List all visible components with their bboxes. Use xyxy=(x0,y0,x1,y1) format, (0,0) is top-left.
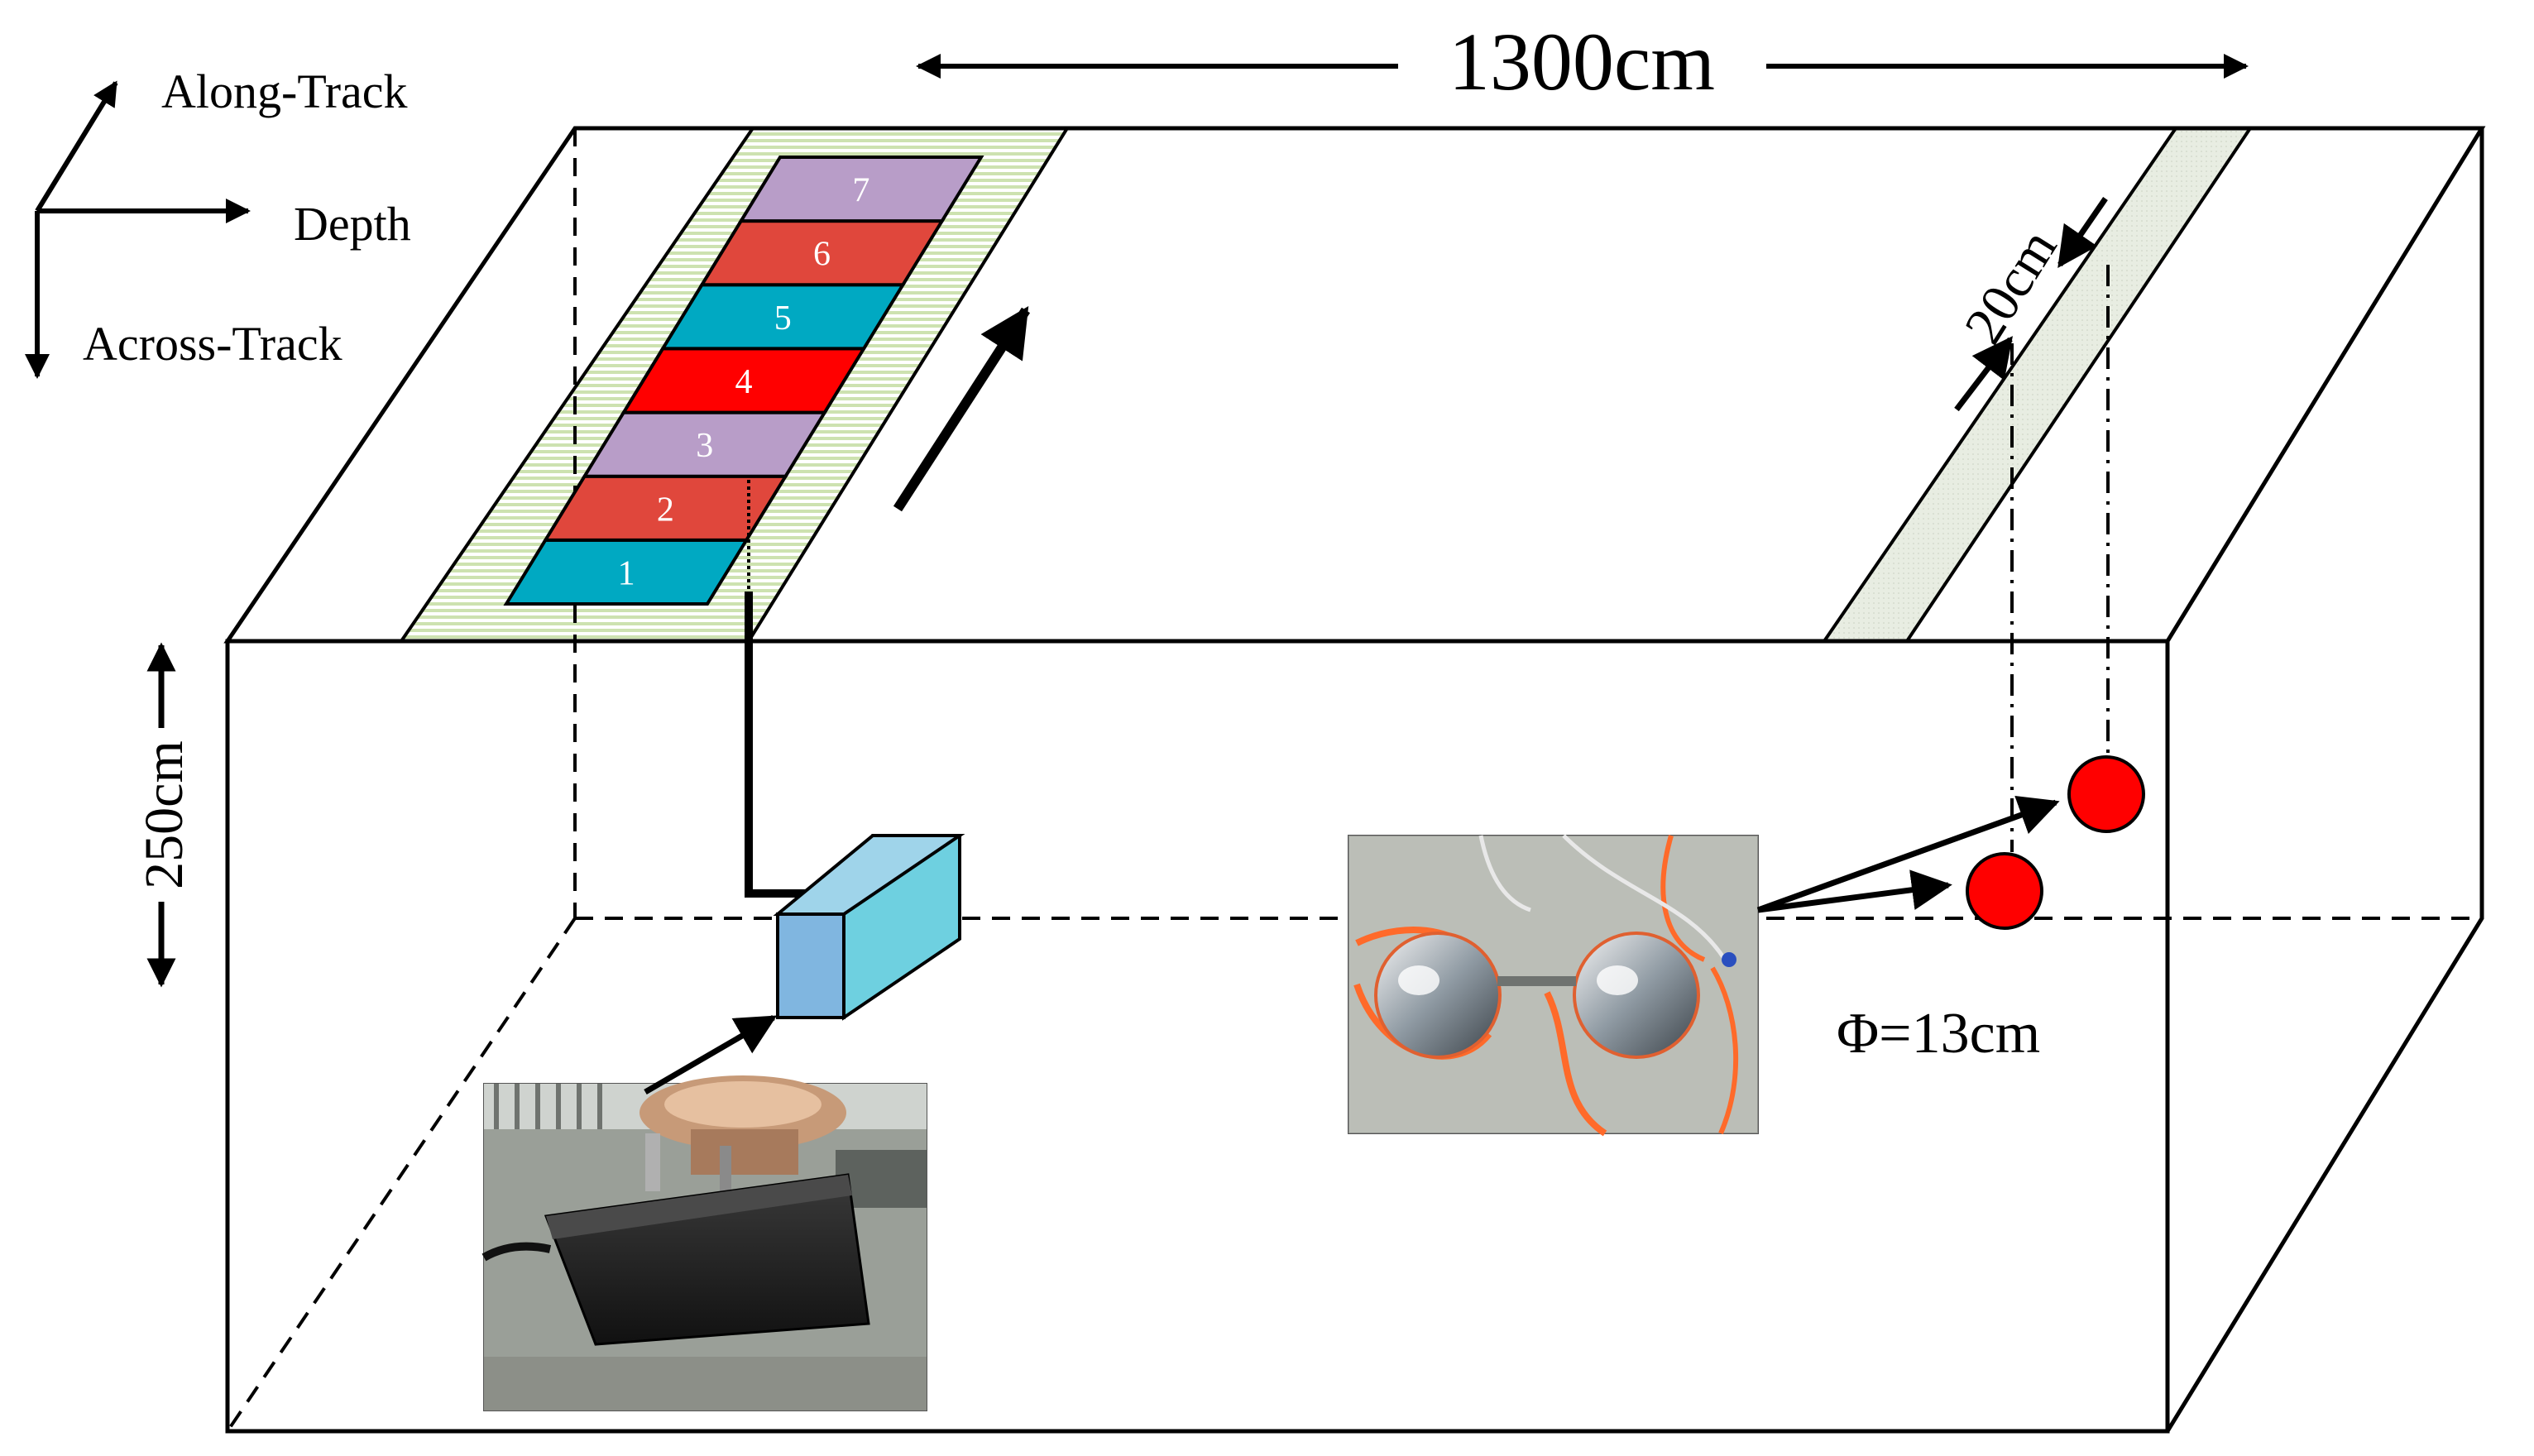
axes-indicator: Along-Track Depth Across-Track xyxy=(25,65,411,379)
targets-pointer-2 xyxy=(1756,795,2060,913)
sonar-photo xyxy=(481,1075,927,1411)
array-segment-label-3: 3 xyxy=(696,427,713,465)
spacing-arrow-right xyxy=(2057,197,2108,269)
length-label: 1300cm xyxy=(1449,16,1715,108)
along-track-axis-arrow xyxy=(35,80,118,213)
transducer-box xyxy=(773,834,965,1021)
array-cable xyxy=(745,592,831,898)
diameter-label: Φ=13cm xyxy=(1837,1002,2040,1066)
motion-direction-arrow xyxy=(893,305,1031,512)
array-segment-label-4: 4 xyxy=(735,363,752,401)
across-track-label: Across-Track xyxy=(83,317,342,371)
target-sphere-2 xyxy=(2067,755,2145,833)
targets-photo xyxy=(1348,834,1759,1137)
array-segment-label-6: 6 xyxy=(813,236,831,274)
length-dimension: 1300cm xyxy=(916,16,2249,108)
target-rail xyxy=(1821,127,2254,643)
array-segment-7 xyxy=(738,156,984,223)
tank-box xyxy=(223,126,2486,1434)
sonar-photo-pointer xyxy=(644,1014,778,1095)
array-segment-label-1: 1 xyxy=(618,554,635,592)
array-segment-label-7: 7 xyxy=(852,172,869,210)
spacing-arrow-left xyxy=(1954,336,2013,412)
array-segment-label-2: 2 xyxy=(657,491,674,529)
depth-label: Depth xyxy=(294,197,411,251)
array-segment-label-5: 5 xyxy=(774,299,792,338)
height-label: 250cm xyxy=(134,740,194,889)
target-sphere-1 xyxy=(1966,852,2043,930)
targets-pointer-1 xyxy=(1757,869,1952,913)
along-track-label: Along-Track xyxy=(161,65,408,118)
